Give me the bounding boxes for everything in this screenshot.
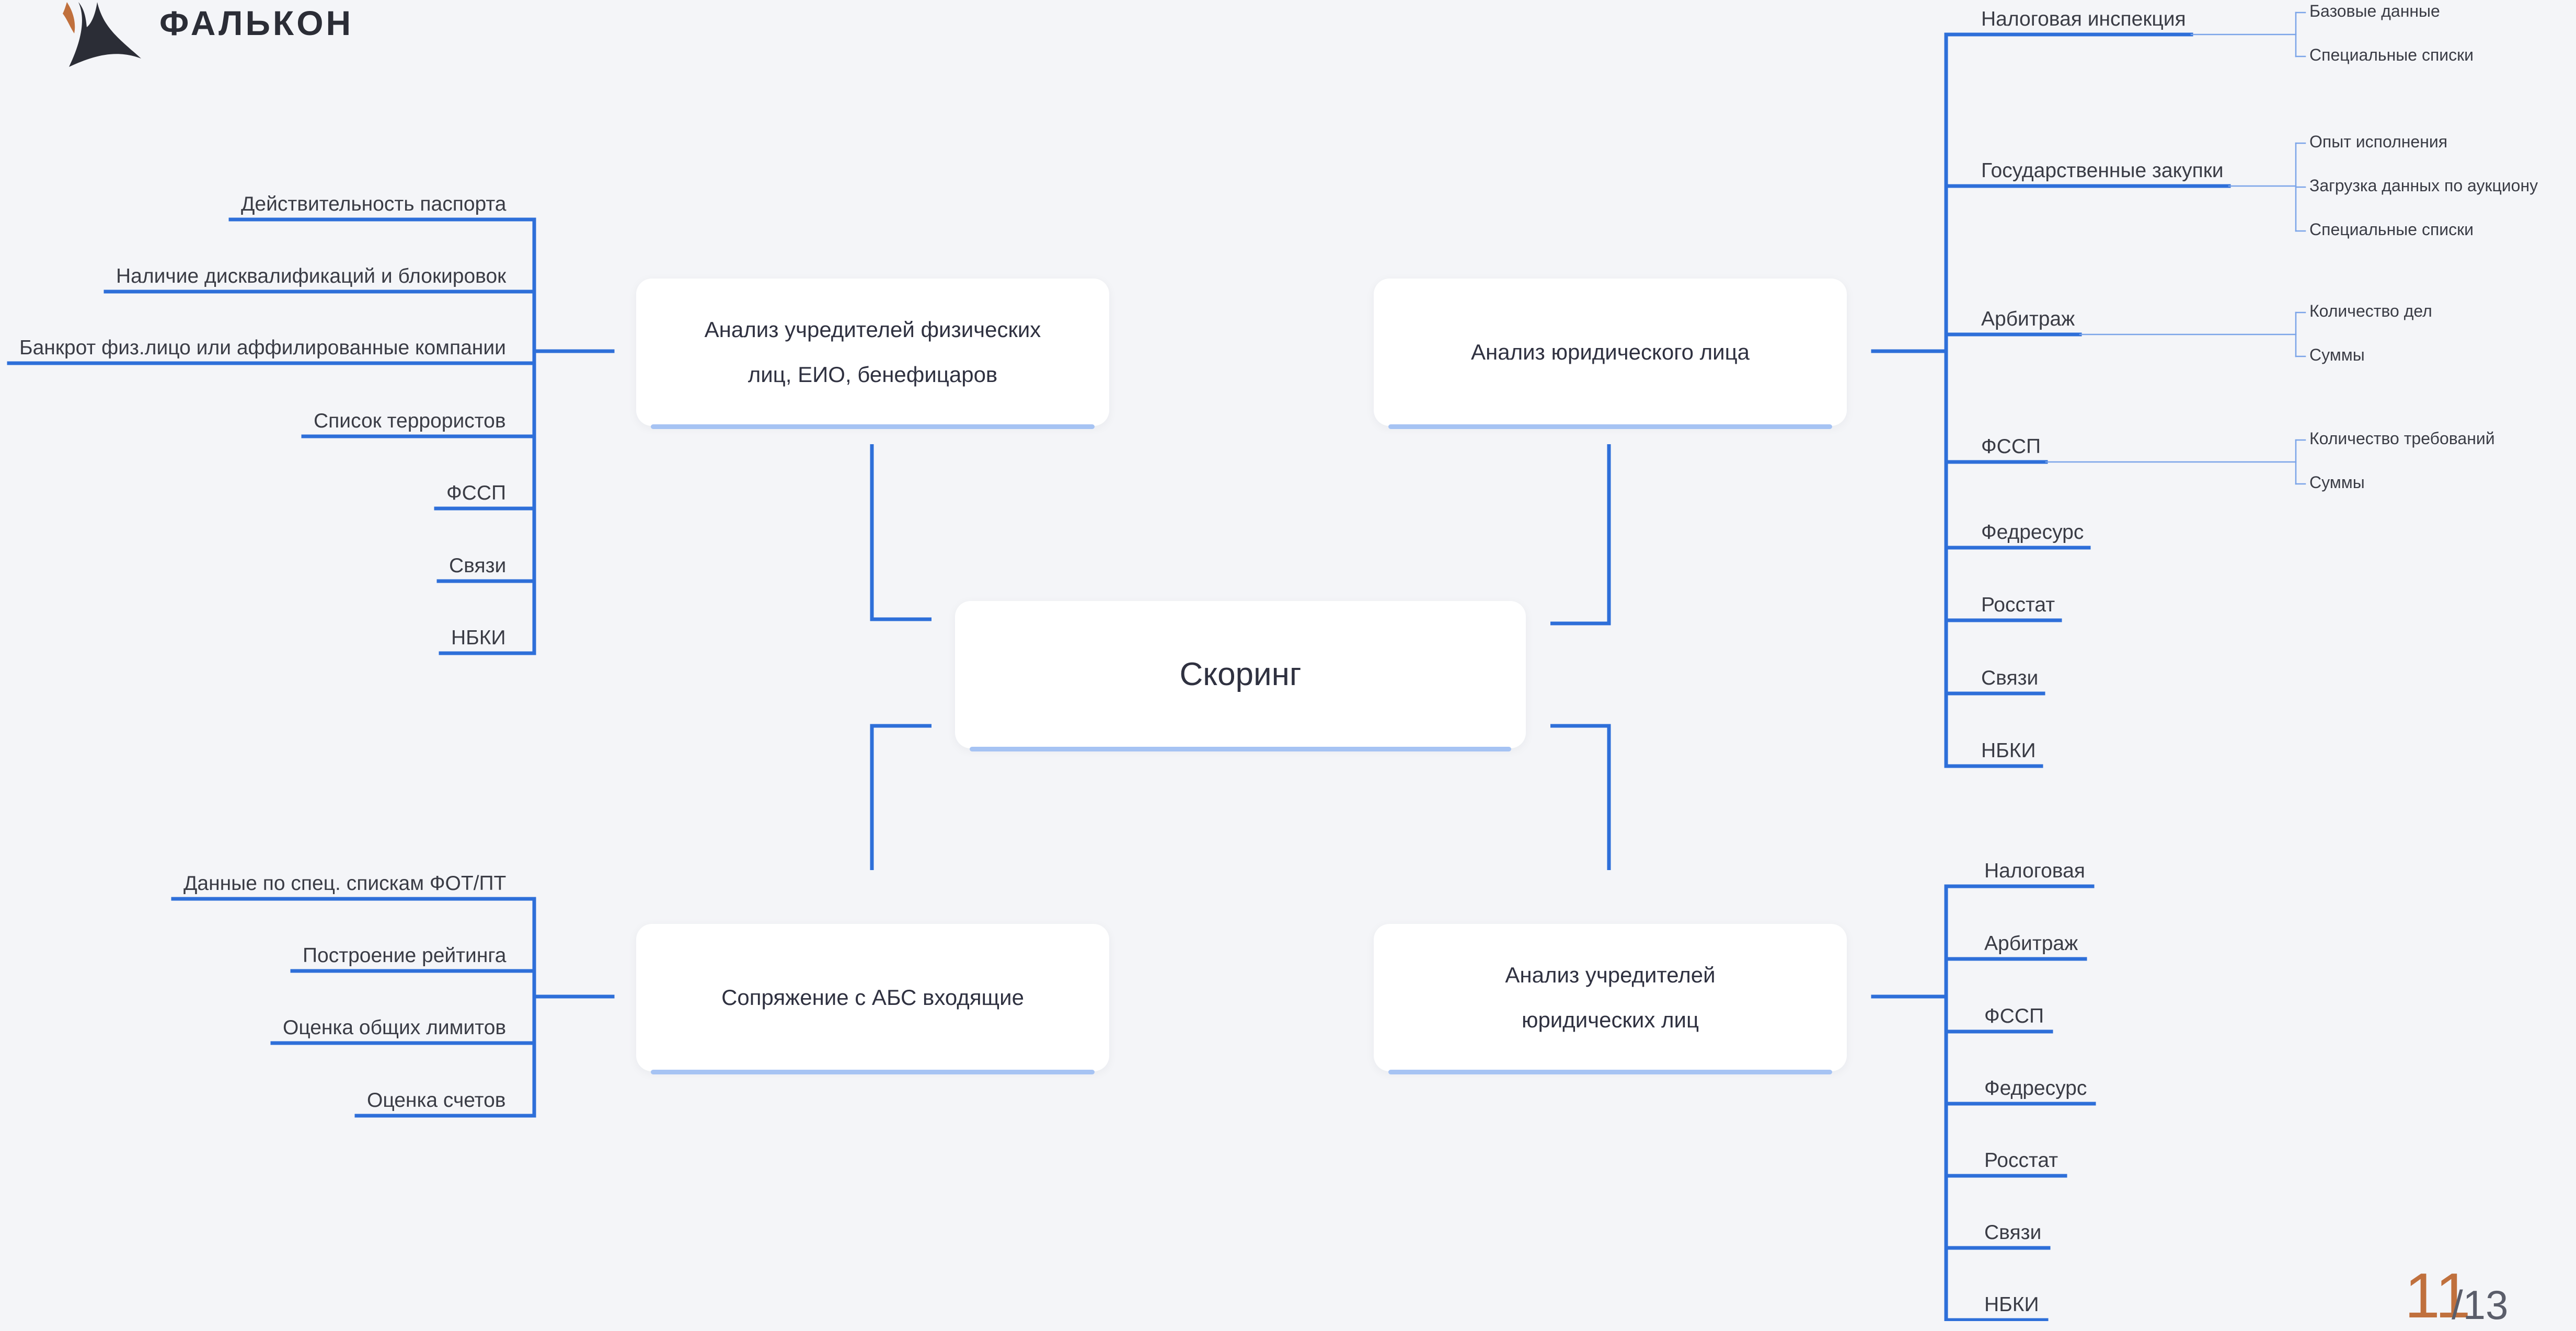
abs-item: Построение рейтинга — [303, 944, 507, 967]
legal-entity-subitem: Опыт исполнения — [2309, 132, 2448, 151]
box-accent-bar — [1388, 1070, 1832, 1074]
legal-entity-item: ФССП — [1981, 435, 2041, 458]
founders-legal-item: ФССП — [1984, 1005, 2044, 1027]
founders-individuals-item: НБКИ — [451, 627, 506, 649]
founders-legal-item: Связи — [1984, 1221, 2042, 1244]
legal-entity-subitem: Базовые данные — [2309, 2, 2440, 20]
legal-entity-box[interactable]: Анализ юридического лица — [1374, 279, 1847, 429]
box-accent-bar — [651, 1070, 1095, 1074]
scoring-box[interactable]: Скоринг — [955, 601, 1526, 751]
falcon-logo-icon — [63, 2, 141, 67]
legal-entity-subitem: Загрузка данных по аукциону — [2309, 176, 2538, 195]
legal-entity-item: Арбитраж — [1981, 308, 2075, 330]
founders-legal-item: Федресурс — [1984, 1077, 2087, 1099]
legal-entity-subitem: Специальные списки — [2309, 220, 2474, 239]
box-accent-bar — [651, 424, 1095, 429]
legal-entity-subitem: Суммы — [2309, 473, 2365, 492]
founders-individuals-item: Наличие дисквалификаций и блокировок — [116, 265, 507, 287]
box-accent-bar — [1388, 424, 1832, 429]
abs-item: Данные по спец. спискам ФОТ/ПТ — [183, 872, 507, 895]
founders-individuals-box[interactable]: Анализ учредителей физических лиц, ЕИО, … — [636, 279, 1109, 429]
connector-founders-legal — [1550, 724, 1611, 870]
founders-individuals-item: Банкрот физ.лицо или аффилированные комп… — [19, 337, 506, 359]
box-accent-bar — [970, 747, 1511, 751]
abs-item: Оценка общих лимитов — [283, 1016, 507, 1039]
founders-legal-item: Арбитраж — [1984, 932, 2078, 955]
legal-entity-item: Налоговая инспекция — [1981, 8, 2186, 30]
founders-individuals-title: Анализ учредителей физических лиц, ЕИО, … — [704, 317, 1041, 387]
legal-entity-subitem: Суммы — [2309, 345, 2365, 364]
legal-entity-title: Анализ юридического лица — [1471, 340, 1750, 364]
legal-entity-subitem: Специальные списки — [2309, 45, 2474, 64]
abs-box[interactable]: Сопряжение с АБС входящие — [636, 924, 1109, 1074]
legal-entity-item: Связи — [1981, 667, 2039, 689]
founders-legal-box[interactable]: Анализ учредителей юридических лиц — [1374, 924, 1847, 1074]
scoring-title: Скоринг — [1179, 656, 1302, 692]
founders-legal-item: Росстат — [1984, 1149, 2058, 1172]
legal-entity-item: Росстат — [1981, 594, 2055, 616]
page-number-current: 11 — [2405, 1260, 2471, 1331]
founders-individuals-item: Список террористов — [314, 410, 506, 432]
page-number-total: /13 — [2452, 1282, 2509, 1328]
founders-legal-item: Налоговая — [1984, 860, 2085, 882]
legal-entity-item: Федресурс — [1981, 521, 2084, 543]
connector-legal-entity — [1550, 444, 1611, 626]
legal-entity-subitem: Количество требований — [2309, 429, 2495, 448]
connector-abs — [870, 724, 932, 870]
brand-name: ФАЛЬКОН — [159, 4, 354, 42]
founders-individuals-item: Действительность паспорта — [241, 193, 507, 215]
connector-founders-individuals — [870, 444, 932, 621]
legal-entity-subitem: Количество дел — [2309, 302, 2432, 320]
legal-entity-item: НБКИ — [1981, 739, 2036, 762]
abs-item: Оценка счетов — [367, 1089, 506, 1112]
founders-individuals-item: ФССП — [446, 482, 507, 504]
founders-legal-title: Анализ учредителей юридических лиц — [1505, 963, 1716, 1032]
founders-individuals-item: Связи — [449, 554, 507, 577]
legal-entity-item: Государственные закупки — [1981, 159, 2224, 182]
abs-title: Сопряжение с АБС входящие — [721, 985, 1024, 1010]
founders-legal-item: НБКИ — [1984, 1293, 2039, 1316]
